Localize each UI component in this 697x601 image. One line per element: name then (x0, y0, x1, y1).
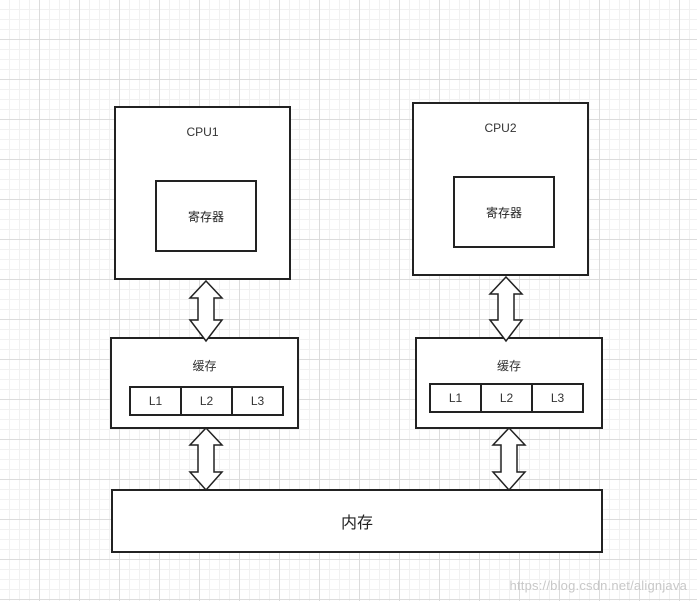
cpu2-register-label: 寄存器 (485, 205, 522, 220)
cpu2-register-box: 寄存器 (453, 176, 555, 248)
cpu1-register-box: 寄存器 (155, 180, 257, 252)
cache1-memory-arrow (188, 426, 224, 492)
cpu1-title: CPU1 (186, 125, 219, 139)
memory-label: 内存 (340, 515, 373, 532)
cpu1-cache-l3: L3 (250, 394, 265, 408)
cpu1-cache-l1: L1 (131, 388, 182, 414)
cpu1-register-label: 寄存器 (187, 209, 224, 224)
memory-box: 内存 (111, 489, 603, 553)
cpu1-cache-box: 缓存 L1 L2 L3 (110, 337, 299, 429)
cpu1-box: CPU1 寄存器 (114, 106, 291, 280)
cpu1-cache-levels: L1 L2 L3 (129, 386, 284, 416)
cpu2-cache-box: 缓存 L1 L2 L3 (415, 337, 603, 429)
cpu2-cache-l1: L1 (431, 385, 482, 411)
cpu1-cache-label: 缓存 (192, 359, 217, 373)
cache2-memory-arrow (491, 426, 527, 492)
watermark-text: https://blog.csdn.net/alignjava (509, 578, 687, 593)
cpu2-cache-arrow (488, 275, 524, 343)
cpu2-title: CPU2 (484, 121, 517, 135)
cpu2-box: CPU2 寄存器 (412, 102, 589, 276)
cpu1-cache-l2: L2 (182, 388, 233, 414)
cpu2-cache-levels: L1 L2 L3 (429, 383, 584, 413)
cpu2-cache-l2: L2 (482, 385, 533, 411)
cpu2-cache-label: 缓存 (496, 359, 521, 373)
cpu2-cache-l3: L3 (550, 391, 565, 405)
cpu1-cache-arrow (188, 279, 224, 343)
